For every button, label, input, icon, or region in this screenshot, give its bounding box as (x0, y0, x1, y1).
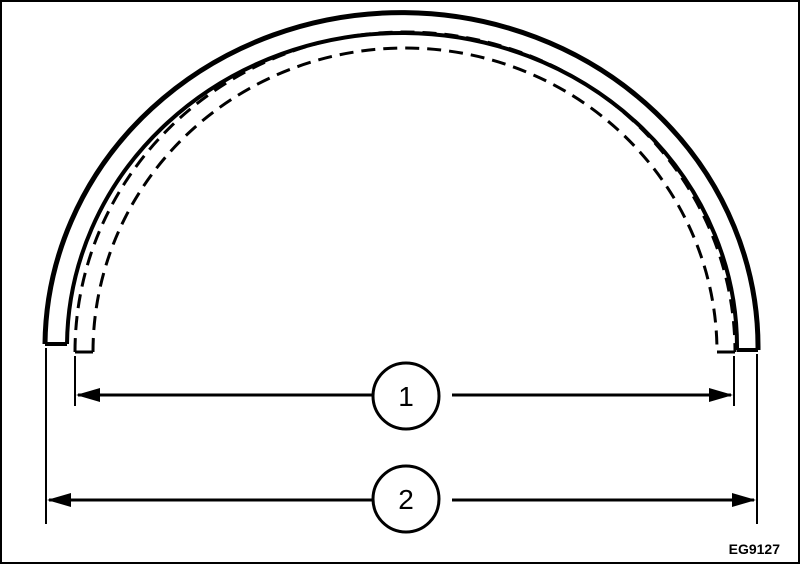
callout-1: 1 (371, 361, 441, 431)
dimension-line-1 (76, 388, 733, 402)
callout-1-label: 1 (398, 381, 414, 412)
dimension-line-2 (47, 493, 756, 507)
spread-bearing-shell (42, 10, 761, 352)
callout-2-label: 2 (398, 484, 414, 515)
reference-code: EG9127 (729, 541, 781, 557)
installed-bearing-shell-dashed (73, 30, 737, 354)
extension-lines (45, 348, 758, 524)
callout-2: 2 (371, 464, 441, 534)
